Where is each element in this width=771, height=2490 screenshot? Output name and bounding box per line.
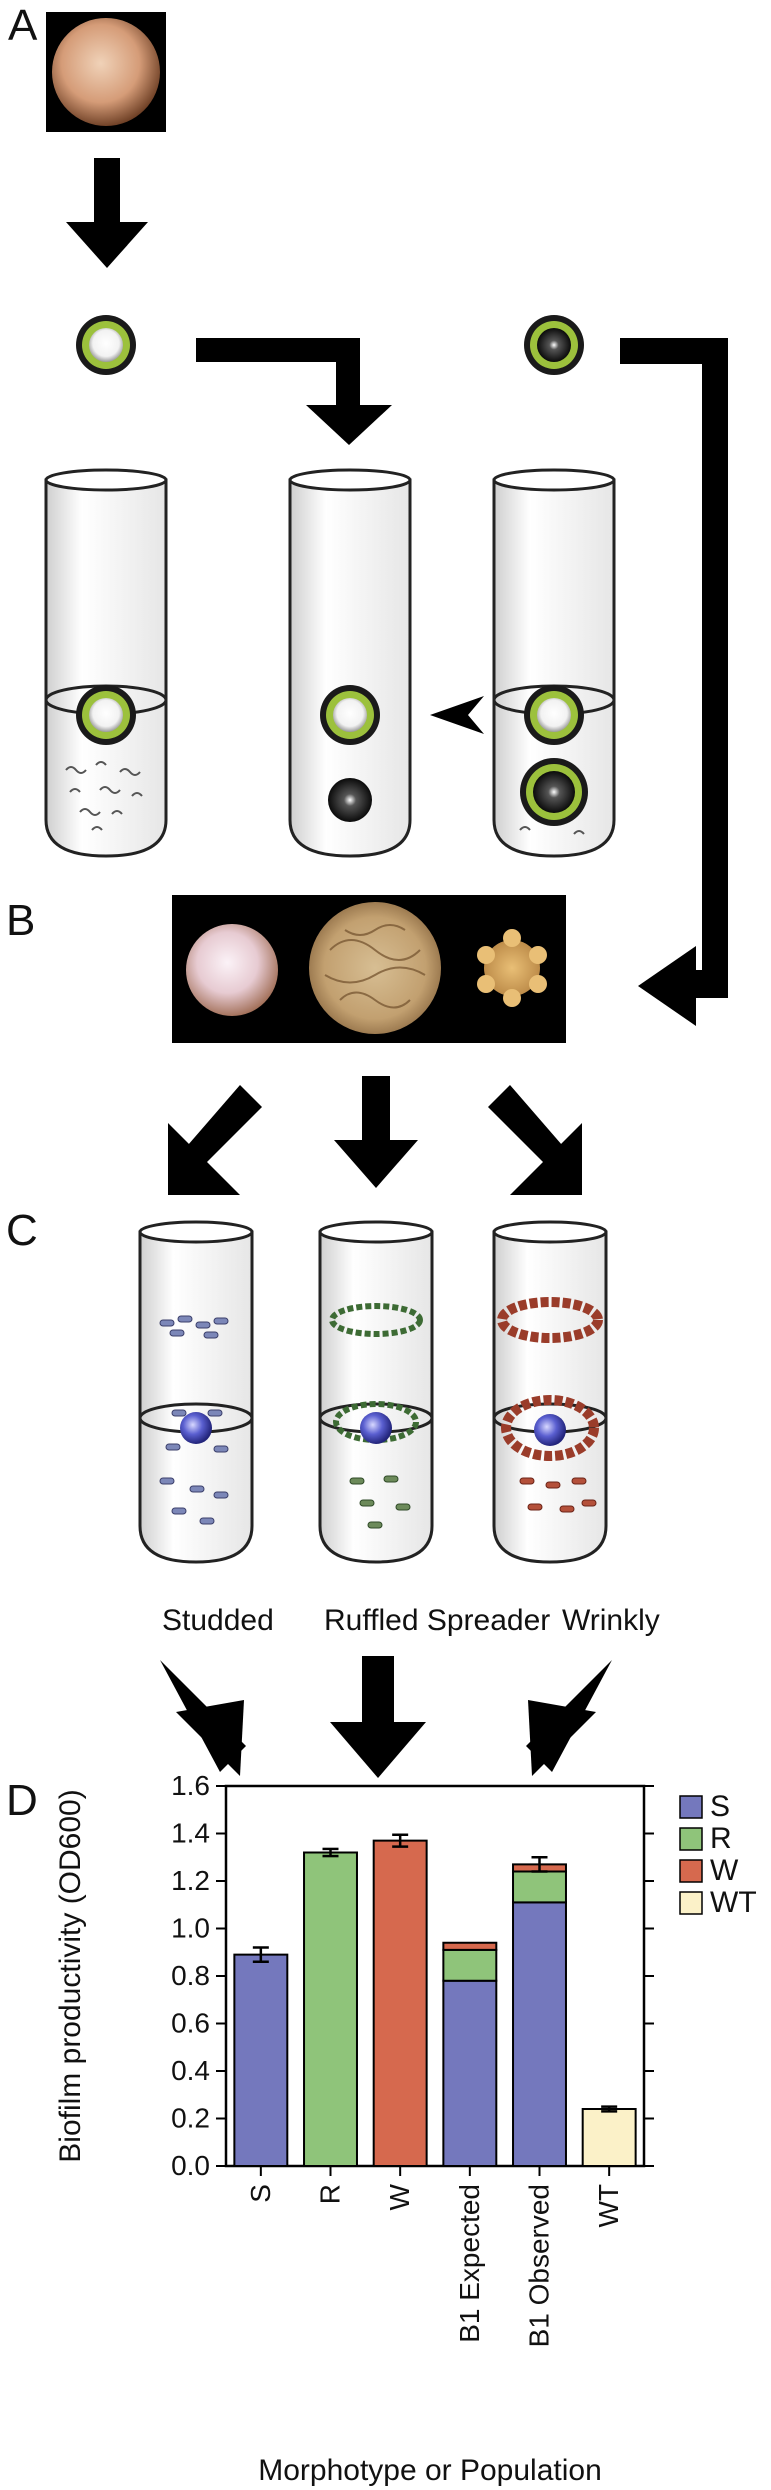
x-axis-label: Morphotype or Population: [258, 2454, 602, 2487]
panel-label-b: B: [6, 896, 35, 945]
bar-r-3: [442, 1948, 498, 1982]
label-wrinkly: Wrinkly: [562, 1604, 660, 1637]
long-return-arrow: [620, 338, 728, 1026]
x-tick-label: S: [245, 2184, 276, 2203]
bar-w-2: [372, 1839, 428, 2167]
ruffled-colony: [309, 902, 441, 1034]
y-tick-label: 1.2: [171, 1865, 210, 1896]
y-axis-label: Biofilm productivity (OD600): [54, 1789, 87, 2162]
y-tick-label: 0.0: [171, 2150, 210, 2181]
tube-studded: [138, 1220, 254, 1564]
bar-wt-5: [581, 2108, 637, 2167]
arrowhead-transfer: [430, 696, 484, 734]
x-tick-label: B1 Observed: [524, 2184, 555, 2347]
label-ruffled: Ruffled Spreader: [324, 1604, 550, 1637]
arrow-to-chart-right: [526, 1660, 612, 1776]
arrow-to-chart-left: [160, 1660, 246, 1776]
bar-r-1: [303, 1851, 358, 2167]
bar-s-3: [442, 1979, 498, 2167]
legend-swatch-w: [679, 1859, 703, 1883]
bar-w-3: [442, 1941, 498, 1951]
arrow-down-center: [334, 1076, 418, 1188]
legend-label-w: W: [710, 1854, 739, 1887]
x-tick-label: R: [315, 2184, 346, 2204]
panel-label-c: C: [6, 1206, 38, 1255]
x-tick-label: W: [384, 2183, 415, 2210]
y-tick-label: 1.4: [171, 1818, 210, 1849]
legend-swatch-wt: [679, 1891, 703, 1915]
elbow-arrow-center: [196, 338, 392, 445]
y-axis: 0.0 0.2 0.4 0.6 0.8 1.0 1.2 1.4 1.6: [171, 1770, 226, 2181]
wrinkly-colony: [484, 940, 540, 996]
legend-label-r: R: [710, 1822, 732, 1855]
y-tick-label: 1.6: [171, 1770, 210, 1801]
y-axis-right: [644, 1785, 654, 2167]
legend-label-wt: WT: [710, 1886, 757, 1919]
arrow-down-right: [488, 1085, 582, 1195]
arrow-down-left: [168, 1085, 262, 1195]
legend-label-s: S: [710, 1790, 730, 1823]
bar-s-0: [233, 1953, 289, 2167]
legend-swatch-r: [679, 1827, 703, 1851]
panel-label-d: D: [6, 1776, 38, 1825]
y-tick-label: 0.8: [171, 1960, 210, 1991]
tube-wrinkly: [492, 1220, 608, 1564]
arrow-to-chart-center: [330, 1656, 426, 1778]
x-axis: S R W B1 Expected B1 Observed WT: [245, 2166, 624, 2347]
label-studded: Studded: [162, 1604, 274, 1637]
panel-label-a: A: [8, 1, 38, 50]
x-tick-label: B1 Expected: [454, 2184, 485, 2343]
tube-1: [44, 468, 168, 858]
bar-s-4: [512, 1901, 567, 2167]
y-tick-label: 0.6: [171, 2008, 210, 2039]
smooth-colony: [52, 18, 160, 126]
tube-3: [492, 468, 616, 858]
bar-r-4: [512, 1870, 567, 1904]
arrow-down-a: [66, 158, 148, 268]
legend-swatch-s: [679, 1795, 703, 1819]
x-tick-label: WT: [593, 2184, 624, 2228]
smooth-colony-b: [186, 924, 278, 1016]
tube-2: [288, 468, 412, 858]
y-tick-label: 0.4: [171, 2055, 210, 2086]
bars: [233, 1833, 637, 2167]
y-tick-label: 0.2: [171, 2103, 210, 2134]
y-tick-label: 1.0: [171, 1913, 210, 1944]
tube-ruffled: [318, 1220, 434, 1564]
plot-frame: [224, 1784, 646, 2168]
